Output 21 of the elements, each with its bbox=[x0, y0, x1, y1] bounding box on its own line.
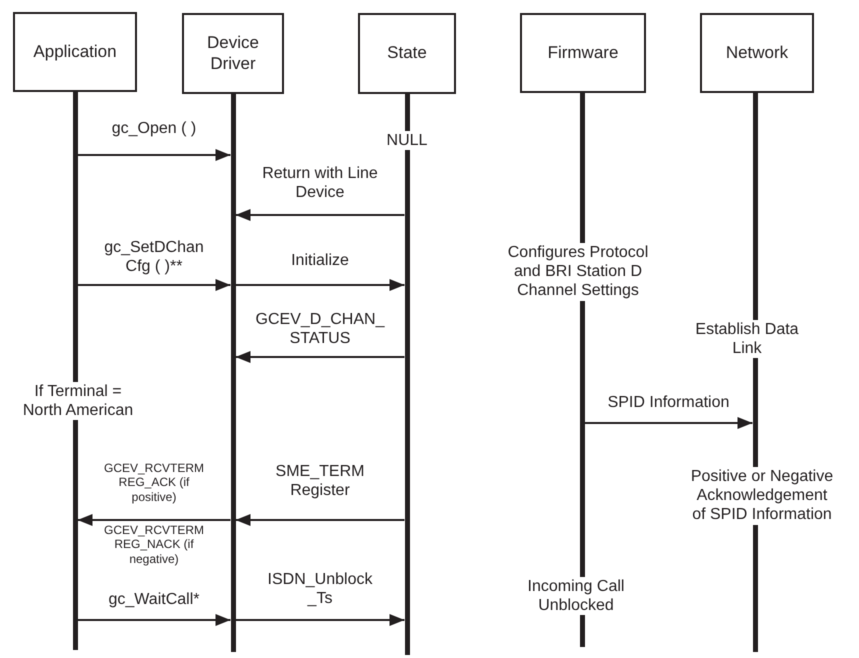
participant-name: Network bbox=[726, 42, 788, 64]
message-arrow bbox=[236, 514, 404, 526]
message-arrow bbox=[78, 279, 230, 291]
participant-name: Firmware bbox=[548, 42, 618, 64]
participant-name: Application bbox=[33, 42, 117, 62]
participant-box bbox=[182, 13, 284, 94]
message-arrow bbox=[584, 417, 752, 429]
participant-box bbox=[520, 13, 646, 93]
message-arrow bbox=[78, 149, 230, 161]
participant-box bbox=[13, 12, 137, 92]
message-arrow bbox=[236, 351, 404, 363]
participant-box bbox=[358, 13, 456, 94]
participant-box bbox=[700, 13, 814, 93]
lifeline bbox=[230, 94, 236, 652]
message-arrow bbox=[78, 514, 230, 526]
message-arrow bbox=[78, 614, 230, 626]
participant-name: Device Driver bbox=[206, 33, 260, 74]
message-arrow bbox=[236, 209, 404, 221]
participant-name: State bbox=[387, 43, 427, 64]
message-arrow bbox=[236, 279, 404, 291]
message-arrow bbox=[236, 614, 404, 626]
